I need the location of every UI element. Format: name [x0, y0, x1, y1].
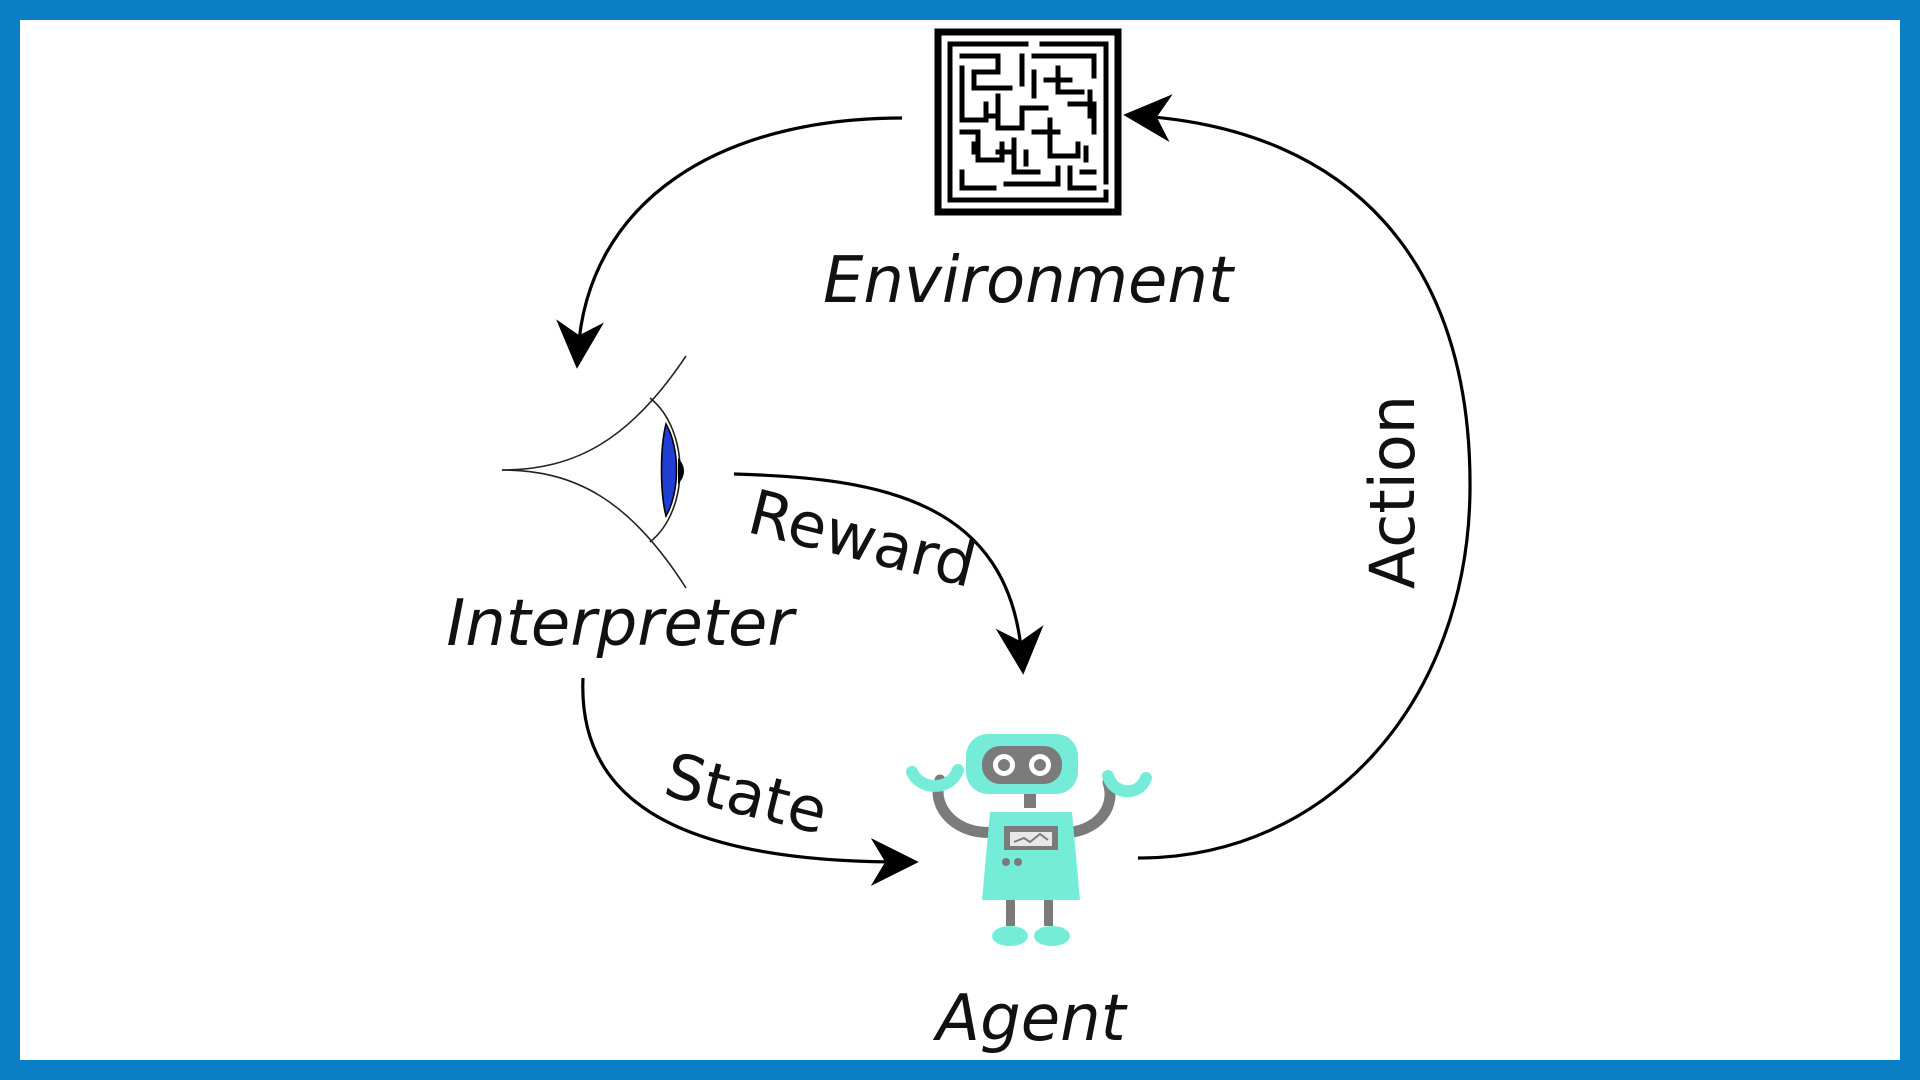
interpreter-label: Interpreter	[446, 587, 797, 661]
state-label: State	[658, 738, 835, 849]
environment-label: Environment	[823, 244, 1236, 318]
eye-icon	[501, 355, 687, 589]
arrow-environment-to-interpreter	[556, 116, 903, 369]
action-label: Action	[1356, 395, 1429, 589]
reward-label: Reward	[742, 475, 984, 602]
robot-icon	[906, 734, 1152, 946]
arrow-action	[1123, 94, 1472, 860]
agent-label: Agent	[932, 982, 1128, 1056]
maze-icon	[934, 28, 1122, 216]
arrow-state	[581, 677, 919, 886]
arrow-reward	[733, 472, 1044, 675]
